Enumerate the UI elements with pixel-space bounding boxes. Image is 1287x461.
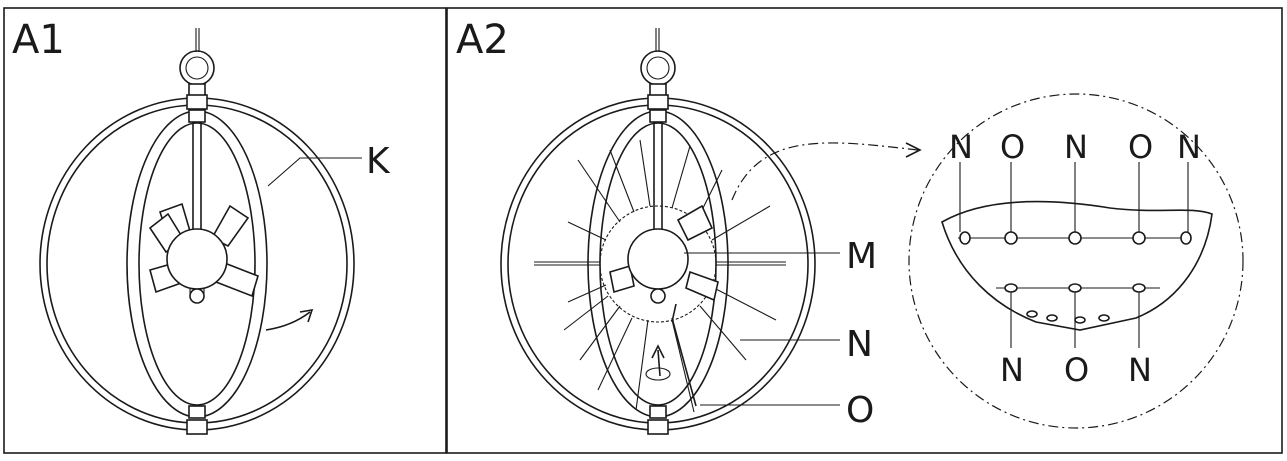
panel-a2-title: A2 [456, 17, 509, 63]
insert-rod [671, 317, 697, 407]
detail-top-label-1: N [949, 128, 973, 166]
center-globe-a1 [166, 228, 228, 290]
bulb-a2 [650, 288, 666, 304]
panel-a2-frame [446, 7, 1283, 454]
detail-pointer [731, 142, 919, 201]
detail-top-label-5: N [1177, 128, 1201, 166]
label-k: K [366, 141, 391, 182]
chandelier-a1 [39, 28, 362, 435]
detail-top-label-2: O [1000, 128, 1025, 166]
detail-top-label-4: O [1128, 128, 1153, 166]
hanging-ring-a1 [179, 50, 215, 86]
bulb-a1 [189, 288, 205, 304]
rotate-symbol [645, 367, 671, 381]
crystal-rods [534, 139, 786, 413]
center-globe-a2 [627, 228, 689, 290]
detail-bottom-label-1: N [1000, 351, 1024, 389]
panel-a1-frame [3, 7, 447, 454]
label-n: N [846, 324, 873, 365]
detail-circle [908, 93, 1244, 429]
chandelier-a2 [500, 28, 922, 435]
center-rod-a2 [653, 122, 663, 232]
rotate-arrow-a1 [265, 311, 311, 331]
chain-a2 [655, 28, 660, 52]
panel-a1-title: A1 [12, 17, 65, 63]
detail-bottom-label-2: O [1064, 351, 1089, 389]
chain-a1 [195, 28, 200, 52]
detail-top-label-3: N [1064, 128, 1088, 166]
detail-view [908, 93, 1244, 429]
center-rod-a1 [192, 122, 202, 232]
label-o: O [846, 390, 874, 431]
leader-k [267, 157, 362, 187]
detail-bottom-label-3: N [1128, 351, 1152, 389]
hanging-ring-a2 [640, 50, 676, 86]
label-m: M [846, 236, 877, 277]
bowl-outline [941, 200, 1213, 331]
insert-arrow [657, 349, 661, 377]
